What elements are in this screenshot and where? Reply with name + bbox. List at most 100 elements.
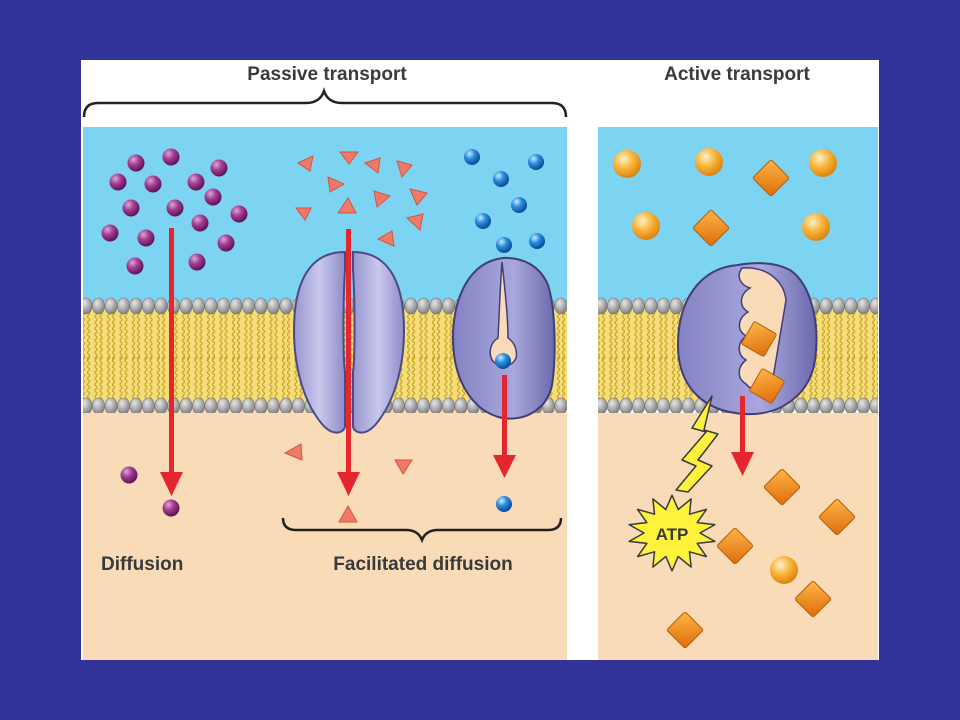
phospholipid-head (619, 297, 633, 315)
triangle-icon (295, 207, 312, 221)
phospholipid-head (554, 397, 567, 415)
purple-sphere-icon (162, 148, 180, 166)
phospholipid-head (416, 297, 430, 315)
triangle-icon (394, 459, 413, 475)
phospholipid-head (669, 397, 683, 415)
phospholipid-head (644, 397, 658, 415)
lightning-bolt-icon (675, 395, 719, 493)
phospholipid-head (142, 397, 156, 415)
purple-sphere-icon (191, 214, 209, 232)
orange-diamond-icon (749, 368, 785, 404)
phospholipid-head (391, 397, 405, 415)
orange-sphere-icon (770, 556, 798, 584)
phospholipid-head (142, 297, 156, 315)
orange-sphere-icon (695, 148, 723, 176)
triangle-icon (396, 160, 413, 179)
orange-diamond-icon (794, 580, 832, 618)
blue-sphere-icon (511, 197, 527, 213)
phospholipid-head (92, 297, 106, 315)
blue-sphere-icon (493, 171, 509, 187)
phospholipid-head (242, 297, 256, 315)
orange-sphere-icon (632, 212, 660, 240)
phospholipid-head (669, 297, 683, 315)
purple-sphere-icon (126, 257, 144, 275)
orange-diamond-icon (752, 159, 790, 197)
triangle-icon (296, 155, 314, 172)
phospholipid-head (844, 297, 858, 315)
facilitated-diffusion-label: Facilitated diffusion (333, 554, 512, 575)
phospholipid-head (819, 297, 833, 315)
phospholipid-head (117, 297, 131, 315)
carrier-protein (451, 256, 556, 420)
phospholipid-head (844, 397, 858, 415)
phospholipid-head (404, 297, 418, 315)
orange-diamond-icon (763, 468, 801, 506)
phospholipid-head (104, 297, 118, 315)
phospholipid-head (254, 297, 268, 315)
phospholipid-head (266, 297, 280, 315)
phospholipid-head (229, 297, 243, 315)
orange-sphere-icon (802, 213, 830, 241)
phospholipid-head (644, 297, 658, 315)
triangle-icon (338, 504, 358, 523)
passive-transport-heading: Passive transport (247, 64, 407, 85)
purple-sphere-icon (162, 499, 180, 517)
purple-sphere-icon (166, 199, 184, 217)
phospholipid-head (869, 397, 878, 415)
triangle-icon (373, 190, 392, 208)
orange-diamond-icon (692, 209, 730, 247)
phospholipid-head (291, 397, 305, 415)
phospholipid-head (441, 397, 455, 415)
phospholipid-head (204, 297, 218, 315)
triangle-icon (409, 188, 428, 206)
triangle-icon (339, 151, 359, 165)
facilitated-diffusion-brace (281, 517, 563, 544)
triangle-icon (337, 197, 357, 214)
diffusion-label: Diffusion (101, 554, 183, 575)
phospholipid-head (631, 297, 645, 315)
phospholipid-head (656, 397, 670, 415)
phospholipid-head (279, 397, 293, 415)
phospholipid-head (831, 297, 845, 315)
orange-diamond-icon (741, 321, 777, 357)
phospholipid-head (856, 397, 870, 415)
triangle-icon (405, 213, 424, 231)
phospholipid-head (681, 397, 695, 415)
phospholipid-head (554, 297, 567, 315)
phospholipid-head (154, 397, 168, 415)
purple-sphere-icon (122, 199, 140, 217)
phospholipid-head (217, 297, 231, 315)
phospholipid-head (217, 397, 231, 415)
channel-protein (292, 250, 406, 434)
purple-sphere-icon (204, 188, 222, 206)
phospholipid-head (192, 297, 206, 315)
purple-sphere-icon (144, 175, 162, 193)
phospholipid-head (192, 397, 206, 415)
blue-sphere-icon (495, 353, 511, 369)
phospholipid-head (441, 297, 455, 315)
orange-diamond-icon (666, 611, 704, 649)
phospholipid-head (129, 297, 143, 315)
phospholipid-head (856, 297, 870, 315)
phospholipid-head (254, 397, 268, 415)
active-extracellular-solutes (613, 148, 837, 247)
pump-arrow (731, 396, 754, 476)
purple-sphere-icon (127, 154, 145, 172)
phospholipid-head (429, 397, 443, 415)
phospholipid-head (606, 397, 620, 415)
triangle-icon (283, 443, 303, 461)
phospholipid-head (104, 397, 118, 415)
phospholipid-head (117, 397, 131, 415)
purple-sphere-icon (109, 173, 127, 191)
phospholipid-head (92, 397, 106, 415)
phospholipid-head (242, 397, 256, 415)
blue-sphere-icon (496, 237, 512, 253)
blue-sphere-icon (464, 149, 480, 165)
channel-solutes (283, 151, 428, 523)
carrier-solutes (464, 149, 545, 512)
phospholipid-head (179, 297, 193, 315)
phospholipid-head (229, 397, 243, 415)
orange-sphere-icon (809, 149, 837, 177)
phospholipid-head (806, 397, 820, 415)
